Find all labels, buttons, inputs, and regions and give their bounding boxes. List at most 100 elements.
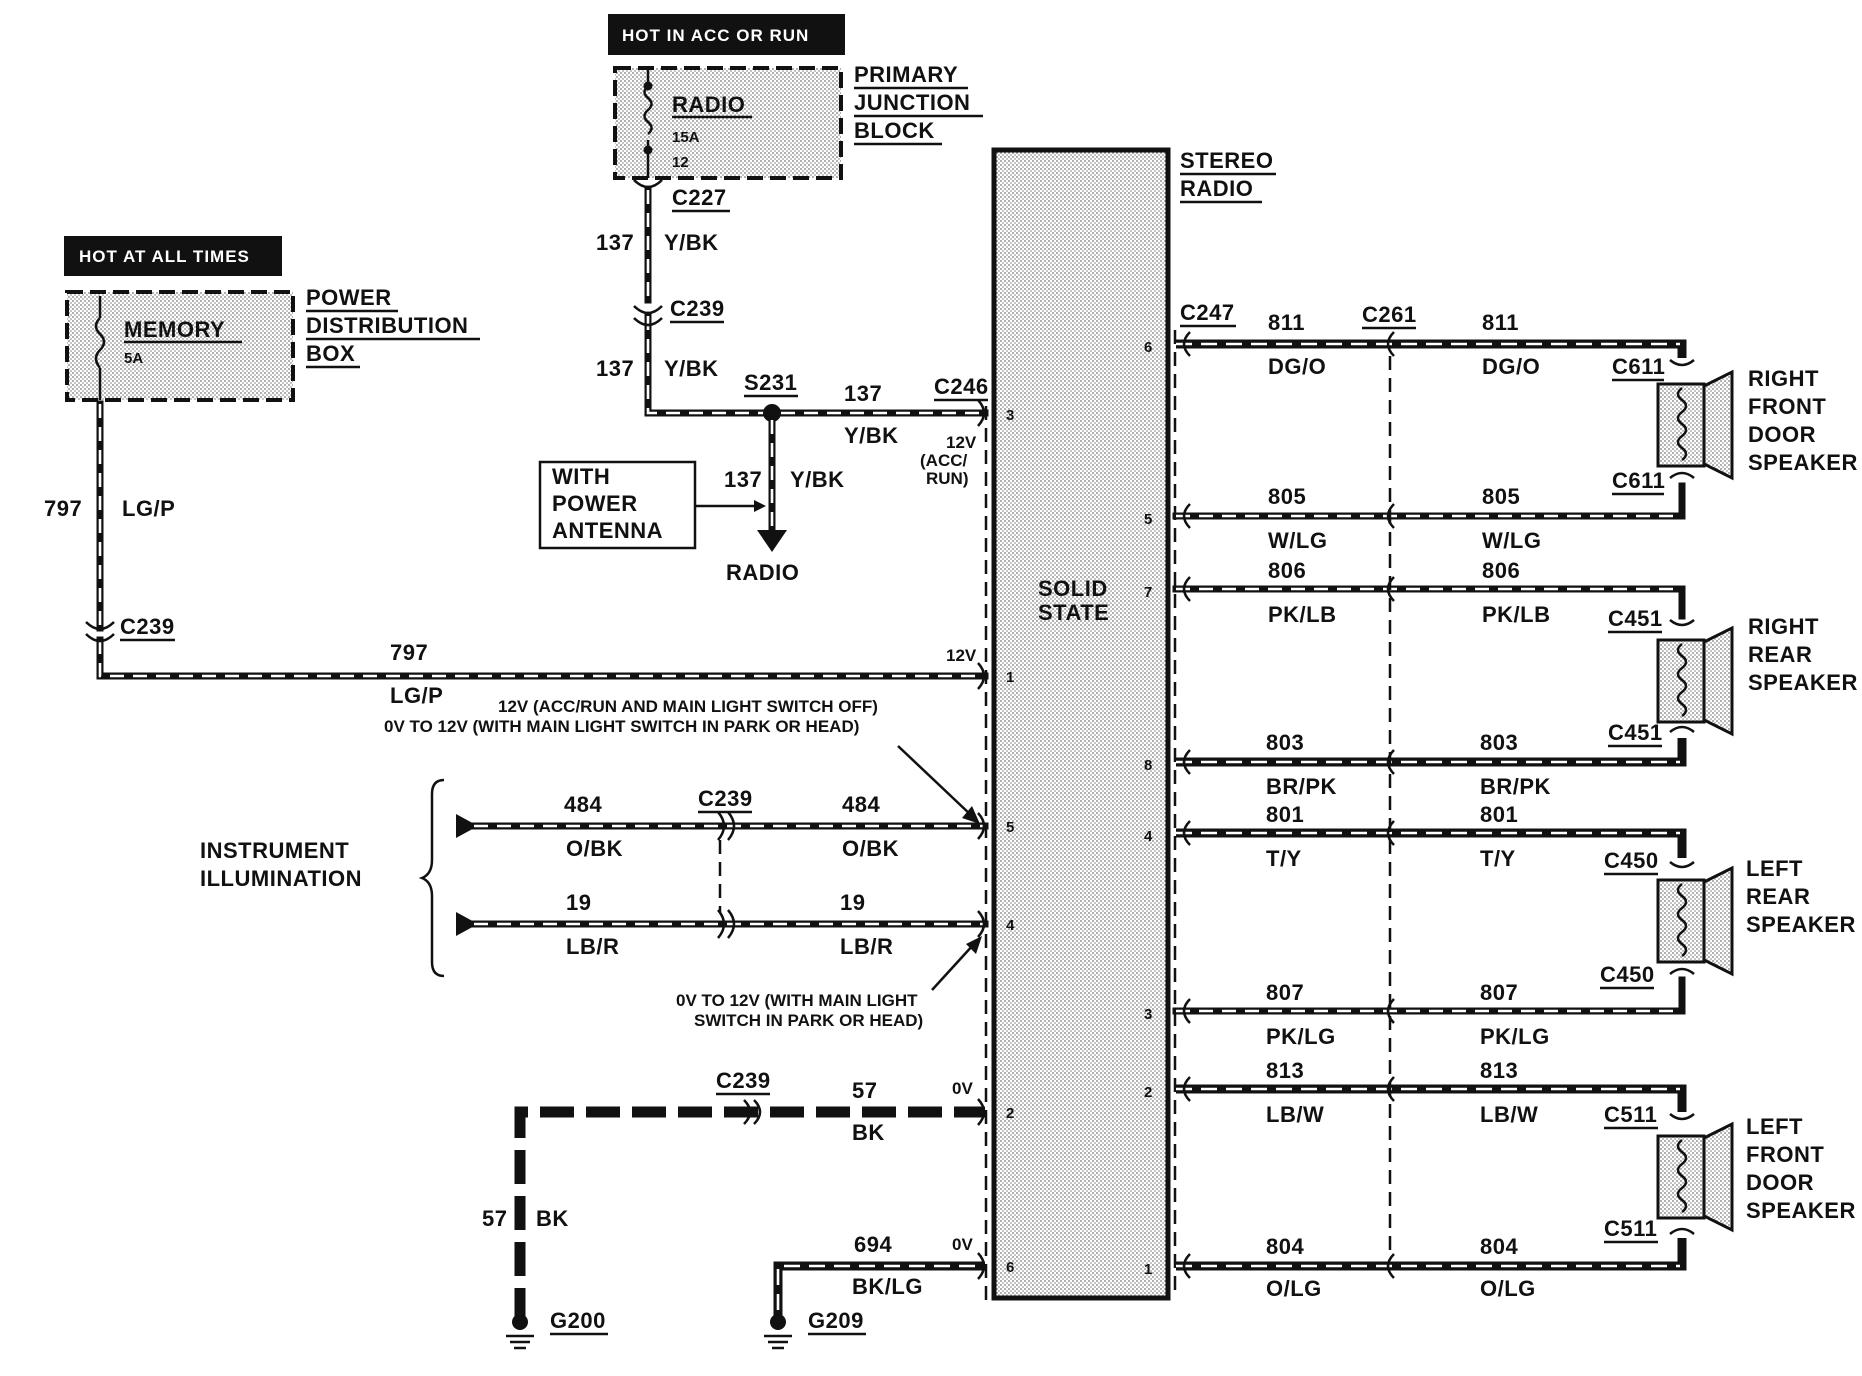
svg-text:797: 797 <box>44 496 82 521</box>
g200-ground-icon <box>506 1314 534 1350</box>
svg-text:811: 811 <box>1268 310 1305 335</box>
svg-text:T/Y: T/Y <box>1480 846 1516 871</box>
svg-text:PK/LG: PK/LG <box>1266 1024 1336 1049</box>
svg-text:RADIO: RADIO <box>726 560 799 585</box>
svg-text:C450: C450 <box>1600 962 1655 987</box>
svg-text:LB/W: LB/W <box>1480 1102 1538 1127</box>
stereo-radio-module: SOLID STATE STEREO RADIO <box>984 147 1276 1301</box>
svg-text:INSTRUMENT: INSTRUMENT <box>200 838 349 863</box>
svg-text:JUNCTION: JUNCTION <box>854 90 970 115</box>
svg-text:PK/LB: PK/LB <box>1268 602 1337 627</box>
svg-text:3: 3 <box>1006 407 1014 424</box>
speaker-left-rear: C450 C450 LEFT REAR SPEAKER <box>1600 848 1855 990</box>
svg-text:694: 694 <box>854 1232 892 1257</box>
svg-text:LG/P: LG/P <box>122 496 175 521</box>
svg-text:Y/BK: Y/BK <box>664 356 719 381</box>
svg-text:12V: 12V <box>946 433 977 452</box>
svg-text:7: 7 <box>1144 584 1152 601</box>
svg-text:3: 3 <box>1144 1006 1152 1023</box>
svg-text:804: 804 <box>1480 1234 1518 1259</box>
svg-text:484: 484 <box>564 792 602 817</box>
svg-text:811: 811 <box>1482 310 1519 335</box>
svg-text:BK: BK <box>536 1206 569 1231</box>
svg-text:POWER: POWER <box>306 285 392 310</box>
svg-text:DISTRIBUTION: DISTRIBUTION <box>306 313 468 338</box>
svg-text:C227: C227 <box>672 185 727 210</box>
svg-text:O/BK: O/BK <box>566 836 623 861</box>
svg-text:DG/O: DG/O <box>1482 354 1540 379</box>
svg-text:6: 6 <box>1006 1259 1014 1276</box>
svg-text:0V TO 12V (WITH MAIN LIGHT SWI: 0V TO 12V (WITH MAIN LIGHT SWITCH IN PAR… <box>384 717 859 736</box>
svg-text:807: 807 <box>1266 980 1304 1005</box>
svg-text:Y/BK: Y/BK <box>664 230 719 255</box>
svg-text:C611: C611 <box>1612 354 1665 379</box>
svg-text:Y/BK: Y/BK <box>790 467 845 492</box>
svg-text:DG/O: DG/O <box>1268 354 1326 379</box>
svg-text:C511: C511 <box>1604 1216 1657 1241</box>
svg-text:C239: C239 <box>670 296 725 321</box>
svg-text:57: 57 <box>852 1078 877 1103</box>
svg-text:HOT IN ACC OR RUN: HOT IN ACC OR RUN <box>622 26 809 45</box>
svg-text:803: 803 <box>1266 730 1304 755</box>
svg-text:804: 804 <box>1266 1234 1304 1259</box>
svg-text:RIGHT: RIGHT <box>1748 366 1819 391</box>
svg-text:HOT AT ALL TIMES: HOT AT ALL TIMES <box>79 247 250 266</box>
svg-text:DOOR: DOOR <box>1748 422 1816 447</box>
c227-c239-connector-icon <box>633 179 663 327</box>
svg-text:137: 137 <box>596 356 634 381</box>
svg-text:G209: G209 <box>808 1308 864 1333</box>
svg-text:1: 1 <box>1144 1261 1152 1278</box>
svg-text:RADIO: RADIO <box>1180 176 1253 201</box>
svg-text:805: 805 <box>1482 484 1520 509</box>
svg-text:RUN): RUN) <box>926 469 969 488</box>
svg-text:807: 807 <box>1480 980 1518 1005</box>
svg-text:C511: C511 <box>1604 1102 1657 1127</box>
speaker-coil-icon <box>1676 387 1688 461</box>
svg-text:797: 797 <box>390 640 428 665</box>
svg-text:801: 801 <box>1266 802 1304 827</box>
svg-text:2: 2 <box>1006 1105 1014 1122</box>
svg-text:2: 2 <box>1144 1084 1152 1101</box>
svg-text:MEMORY: MEMORY <box>124 317 225 342</box>
speaker-right-rear: C451 C451 RIGHT REAR SPEAKER <box>1608 606 1858 748</box>
circuit-137: C227 137 Y/BK C239 137 Y/BK S231 137 Y/B… <box>538 179 989 585</box>
instrument-illumination: INSTRUMENT ILLUMINATION C239 484 O/BK 48… <box>200 778 989 1030</box>
svg-text:C239: C239 <box>698 786 753 811</box>
svg-text:BR/PK: BR/PK <box>1480 774 1551 799</box>
svg-text:C261: C261 <box>1362 302 1417 327</box>
svg-text:REAR: REAR <box>1746 884 1810 909</box>
svg-text:T/Y: T/Y <box>1266 846 1302 871</box>
svg-text:484: 484 <box>842 792 880 817</box>
svg-text:LB/R: LB/R <box>840 934 893 959</box>
svg-text:4: 4 <box>1144 828 1153 845</box>
svg-text:8: 8 <box>1144 757 1152 774</box>
svg-text:SOLID: SOLID <box>1038 576 1108 601</box>
svg-text:BK/LG: BK/LG <box>852 1274 923 1299</box>
svg-text:SPEAKER: SPEAKER <box>1748 670 1858 695</box>
antenna-arrow-icon <box>757 530 787 552</box>
svg-text:W/LG: W/LG <box>1268 528 1327 553</box>
svg-text:C451: C451 <box>1608 606 1663 631</box>
circuit-797: 797 LG/P C239 797 LG/P 12V 12V (ACC/RUN … <box>44 400 989 824</box>
svg-text:(ACC/: (ACC/ <box>920 451 967 470</box>
svg-text:PRIMARY: PRIMARY <box>854 62 958 87</box>
svg-text:57: 57 <box>482 1206 507 1231</box>
svg-text:O/BK: O/BK <box>842 836 899 861</box>
svg-text:LEFT: LEFT <box>1746 1114 1803 1139</box>
svg-text:0V: 0V <box>952 1079 973 1098</box>
svg-text:FRONT: FRONT <box>1748 394 1826 419</box>
power-distribution-box: MEMORY 5A POWER DISTRIBUTION BOX <box>65 285 480 402</box>
svg-text:19: 19 <box>566 890 591 915</box>
svg-text:C451: C451 <box>1608 720 1663 745</box>
svg-text:DOOR: DOOR <box>1746 1170 1814 1195</box>
svg-text:ILLUMINATION: ILLUMINATION <box>200 866 362 891</box>
svg-text:W/LG: W/LG <box>1482 528 1541 553</box>
memory-fuse-icon <box>94 317 106 369</box>
svg-text:806: 806 <box>1268 558 1306 583</box>
g209-ground-icon <box>764 1314 792 1350</box>
svg-text:C247: C247 <box>1180 300 1235 325</box>
svg-text:C239: C239 <box>120 614 175 639</box>
hot-all-times-header: HOT AT ALL TIMES <box>64 236 282 276</box>
speaker-right-front: C611 C611 RIGHT FRONT DOOR SPEAKER <box>1612 354 1857 496</box>
